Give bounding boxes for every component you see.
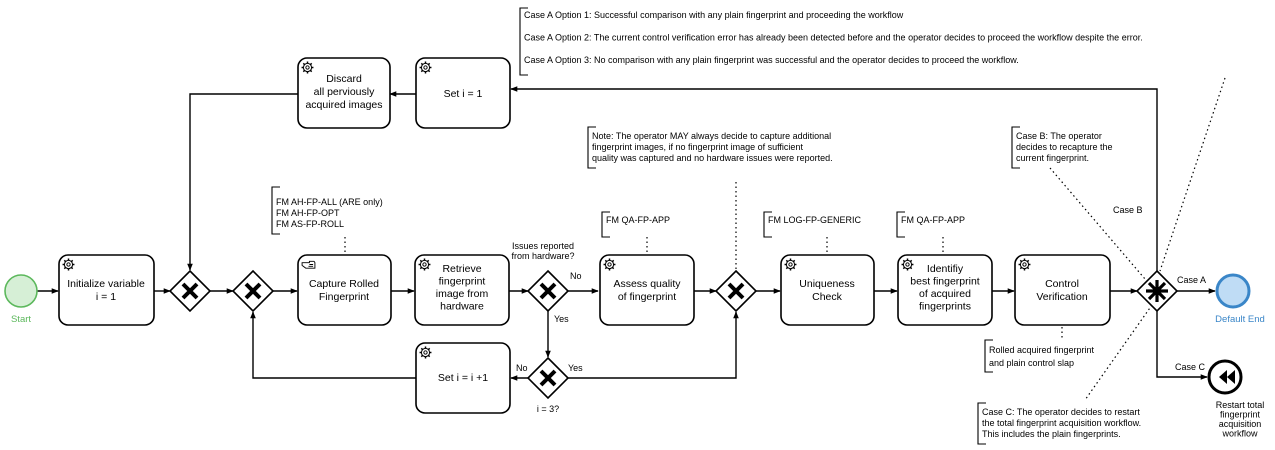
annotation-fm-assess: FM QA-FP-APP <box>601 211 670 238</box>
rewind-icon <box>1219 370 1235 384</box>
annotation-fm-unique: FM LOG-FP-GENERIC <box>763 211 862 238</box>
flow-label-yes-issues: Yes <box>554 314 569 324</box>
flow-discard-gw1 <box>187 93 298 271</box>
flow-case-c <box>1156 311 1208 380</box>
annotation-case-a: Case A Option 1: Successful comparison w… <box>519 7 1143 76</box>
annotation-fm-assess-text: FM QA-FP-APP <box>606 215 670 225</box>
default-end-event: Default End <box>1215 273 1265 325</box>
associations <box>344 77 1226 401</box>
gateway-exclusive-merge-4 <box>714 269 758 313</box>
start-event-label: Start <box>11 314 31 325</box>
assoc-case-a <box>1159 77 1226 272</box>
flow-i3-gw4 <box>568 311 739 379</box>
gateway-i-equals-3: i = 3? <box>526 356 570 414</box>
annotation-fm-unique-text: FM LOG-FP-GENERIC <box>768 215 862 225</box>
gateway-i3-label: i = 3? <box>537 404 559 414</box>
flow-label-yes-i3: Yes <box>568 363 583 373</box>
annotation-note-text: Note: The operator MAY always decide to … <box>592 131 833 163</box>
annotation-case-a-text: Case A Option 1: Successful comparison w… <box>524 10 1143 65</box>
task-set-i-1: Set i = 1 <box>415 57 511 129</box>
flow-label-case-a: Case A <box>1177 275 1206 285</box>
assoc-case-b <box>1049 167 1146 280</box>
flow-label-no-i3: No <box>516 363 528 373</box>
annotation-note: Note: The operator MAY always decide to … <box>587 126 833 169</box>
flow-setinc-gw2 <box>250 311 416 379</box>
flow-label-case-c: Case C <box>1175 362 1206 372</box>
flow-case-b <box>510 86 1158 271</box>
sequence-flows <box>37 86 1216 381</box>
task-label: Set i = i +1 <box>438 372 488 384</box>
annotation-fm-identify: FM QA-FP-APP <box>896 211 965 238</box>
start-event: Start <box>4 274 38 325</box>
annotation-fm-identify-text: FM QA-FP-APP <box>901 215 965 225</box>
gateway-exclusive-merge-1 <box>168 269 212 313</box>
gateway-complex <box>1135 269 1179 313</box>
gateway-exclusive-merge-2 <box>231 269 275 313</box>
task-set-i-increment: Set i = i +1 <box>415 342 511 414</box>
assoc-case-c <box>1084 304 1153 401</box>
default-end-event-label: Default End <box>1215 314 1265 325</box>
flow-labels: No Yes No Yes Case A Case B Case C <box>516 205 1206 373</box>
task-label: Set i = 1 <box>444 88 483 100</box>
flow-label-case-b: Case B <box>1113 205 1143 215</box>
flow-label-no-issues: No <box>570 271 582 281</box>
